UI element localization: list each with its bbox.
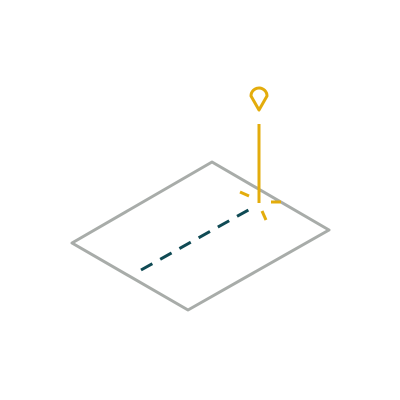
impact-tick-left: [239, 190, 250, 198]
plane-outline: [70, 160, 331, 312]
impact-tick-bottom: [260, 210, 268, 221]
pin-head: [249, 86, 269, 112]
dashed-guide-line: [140, 206, 253, 272]
